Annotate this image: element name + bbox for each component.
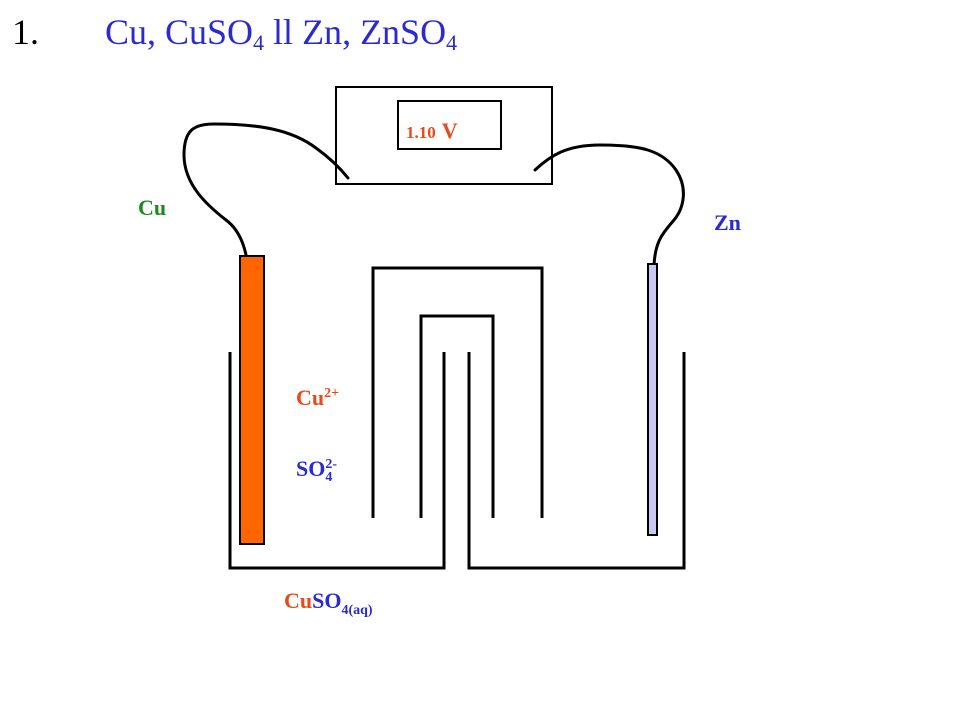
title-anode-salt-sub: 4 — [446, 30, 458, 55]
voltmeter-display — [397, 100, 502, 150]
solution-label: CuSO4(aq) — [284, 588, 373, 618]
anion-subscript: 4 — [325, 470, 333, 485]
title-separator: ll — [273, 12, 294, 52]
voltage-unit: V — [441, 118, 458, 143]
salt-bridge-inner — [419, 314, 495, 518]
wire-left — [182, 122, 350, 268]
copper-electrode — [239, 255, 265, 545]
copper-electrode-label: Cu — [138, 195, 167, 220]
anion-charge: 2- — [325, 457, 338, 472]
zinc-electrode — [647, 263, 658, 536]
solution-so-part: SO — [312, 588, 342, 613]
voltmeter-reading: 1.10 V — [406, 118, 458, 144]
cation-symbol: Cu — [296, 385, 325, 410]
beaker-right — [467, 352, 686, 570]
title-cathode-salt: CuSO — [165, 12, 254, 52]
title-number: 1. — [12, 12, 39, 52]
title-cathode-salt-sub: 4 — [253, 30, 265, 55]
solution-cu-part: Cu — [284, 588, 313, 613]
salt-bridge-outer — [371, 266, 544, 518]
title-anode-metal: Zn — [302, 12, 343, 52]
title-cathode-metal: Cu — [105, 12, 148, 52]
cell-notation-title: Cu, CuSO4 ll Zn, ZnSO4 — [105, 12, 458, 55]
cation-charge: 2+ — [324, 386, 340, 401]
copper-ion-label: Cu2+ — [296, 385, 339, 411]
title-anode-salt: ZnSO — [360, 12, 447, 52]
zinc-electrode-label: Zn — [714, 210, 741, 235]
voltage-value: 1.10 — [406, 123, 436, 142]
sulfate-ion-label: SO42- — [296, 456, 338, 485]
beaker-left — [228, 352, 446, 570]
wire-right — [533, 143, 685, 268]
solution-subscript: 4(aq) — [341, 603, 373, 618]
anion-symbol: SO — [296, 456, 326, 481]
